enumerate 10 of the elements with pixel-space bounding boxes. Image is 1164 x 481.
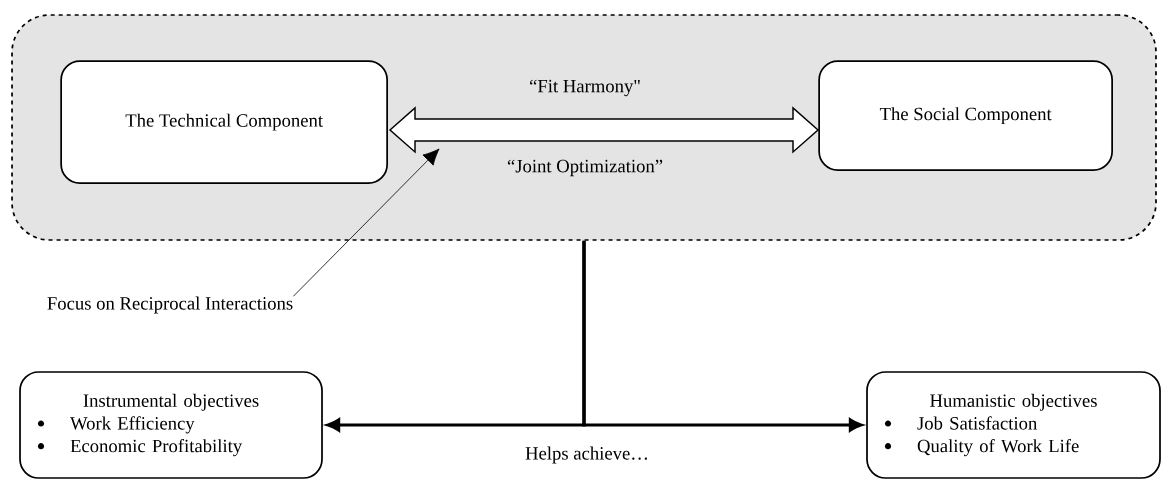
edge-label: “Fit Harmony" xyxy=(530,79,640,97)
component-box: The Social Component xyxy=(818,60,1113,171)
edge-label: Helps achieve… xyxy=(525,446,647,464)
leader-line xyxy=(293,148,440,297)
component-box: The Technical Component xyxy=(60,60,388,184)
annotation-text: “Joint Optimization” xyxy=(507,159,663,177)
objectives-box: Instrumental objectives Work Efficiency Economic Profitability xyxy=(19,371,323,479)
arrow xyxy=(582,240,863,432)
annotation-text: Focus on Reciprocal Interactions xyxy=(47,296,293,314)
objectives-box: Humanistic objectives Job Satisfaction Quality of Work Life xyxy=(866,371,1161,479)
